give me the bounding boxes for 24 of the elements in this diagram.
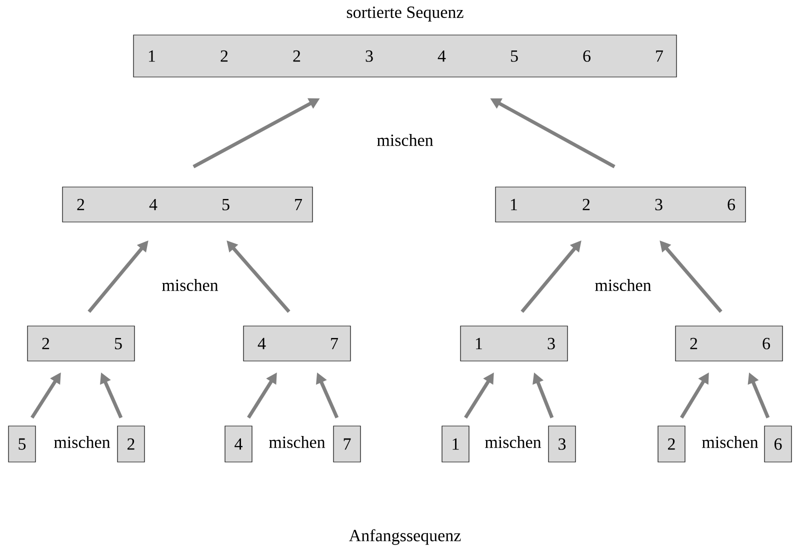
number-box: 5: [8, 426, 36, 462]
operation-label: mischen: [595, 279, 652, 291]
operation-label: mischen: [485, 436, 542, 448]
operation-label: mischen: [162, 279, 218, 291]
number-box: 2 5: [27, 326, 135, 362]
number-box: 3: [548, 426, 576, 462]
number-box: 2: [658, 426, 686, 462]
number-box: 2 4 5 7: [62, 186, 313, 222]
number-box: 1: [442, 426, 470, 462]
operation-label: mischen: [269, 436, 326, 448]
operation-label: mischen: [702, 436, 758, 448]
number-box: 4: [224, 426, 252, 462]
number-box: 1 2 3 6: [495, 186, 746, 222]
number-box: 2: [117, 426, 145, 462]
number-box: 2 6: [675, 326, 783, 362]
operation-label: mischen: [54, 436, 110, 448]
number-box: 1 3: [460, 326, 568, 362]
number-box: 1 2 2 3 4 5 6 7: [133, 34, 677, 78]
number-box: 4 7: [243, 326, 351, 362]
heading: sortierte Sequenz: [346, 6, 464, 22]
operation-label: mischen: [377, 134, 434, 146]
number-box: 6: [764, 426, 792, 462]
number-box: 7: [333, 426, 361, 462]
caption: Anfangssequenz: [349, 529, 461, 545]
